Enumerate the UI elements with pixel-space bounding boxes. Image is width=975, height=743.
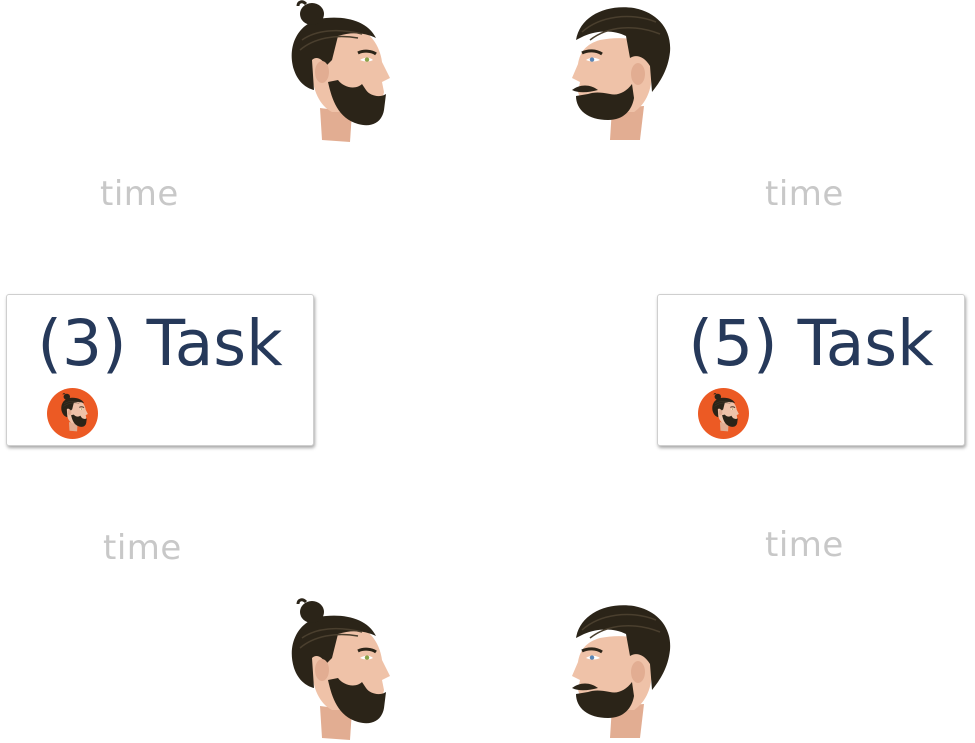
man-bun-avatar-icon[interactable] xyxy=(47,388,98,439)
task-title: (3) Task xyxy=(37,307,283,380)
time-label-bottom-right: time xyxy=(765,525,844,565)
task-card-3[interactable]: (3) Task xyxy=(6,294,314,446)
man-bun-head-icon xyxy=(272,0,402,145)
time-label-top-left: time xyxy=(100,174,179,214)
task-card-5[interactable]: (5) Task xyxy=(657,294,965,446)
time-label-top-right: time xyxy=(765,174,844,214)
man-bun-avatar-icon[interactable] xyxy=(698,388,749,439)
time-label-bottom-left: time xyxy=(103,528,182,568)
task-title: (5) Task xyxy=(688,307,934,380)
man-bun-head-icon xyxy=(272,598,402,743)
pompadour-head-icon xyxy=(560,0,690,145)
pompadour-head-icon xyxy=(560,598,690,743)
